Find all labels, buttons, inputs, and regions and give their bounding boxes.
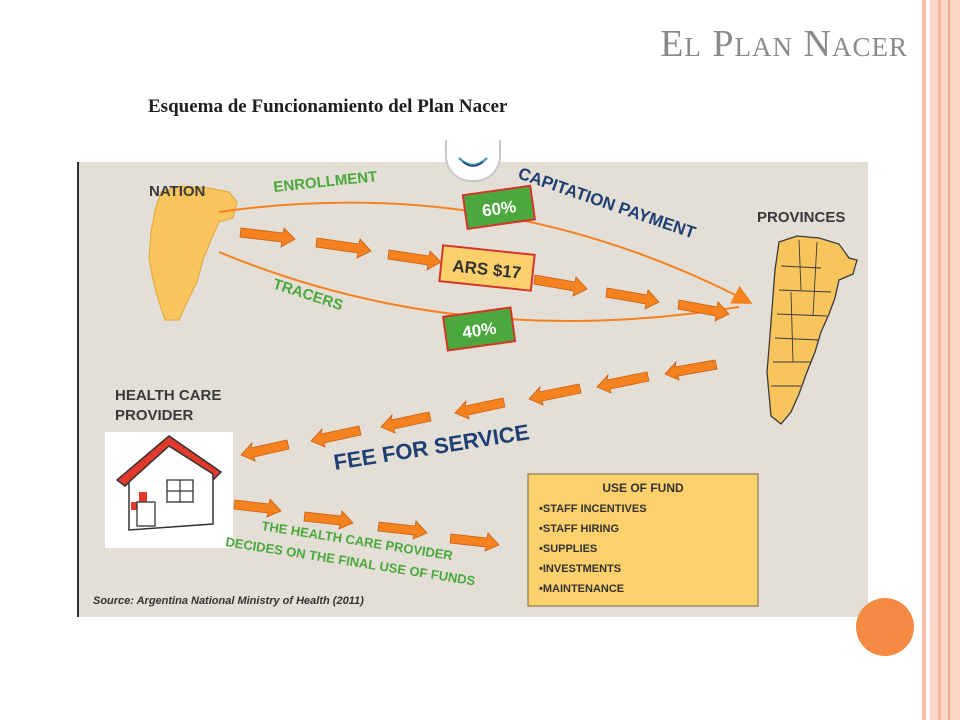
border-strip-line-3: [948, 0, 950, 720]
border-strip-wide: [930, 0, 960, 720]
fee-arrow-1: [664, 359, 718, 381]
capitation-arrow-5: [605, 287, 660, 310]
health-house-icon: [105, 432, 233, 548]
border-strip-line-2: [938, 0, 941, 720]
use-of-fund-item-4: •INVESTMENTS: [539, 563, 621, 575]
fee-arrow-5: [380, 411, 432, 434]
decorative-orange-circle: [856, 598, 914, 656]
slide-title: El Plan Nacer: [660, 23, 908, 65]
capitation-arrow-3: [387, 249, 442, 271]
fee-arrow-7: [240, 439, 290, 462]
use-arrows: [233, 498, 500, 552]
fee-arrow-6: [310, 425, 362, 448]
use-arrow-4: [449, 532, 500, 552]
use-of-fund-item-3: •SUPPLIES: [539, 543, 597, 555]
fee-arrow-3: [528, 383, 582, 406]
seal-badge: [445, 140, 501, 182]
nation-label: NATION: [149, 183, 205, 200]
diagram-panel: NATION PROVINCES ENROLLMENT TRACERS CAPI…: [77, 162, 868, 617]
provider-label-line2: PROVIDER: [115, 407, 194, 424]
use-of-fund-box: USE OF FUND •STAFF INCENTIVES •STAFF HIR…: [527, 473, 759, 607]
capitation-arrow-2: [315, 237, 372, 259]
fee-label: FEE FOR SERVICE: [332, 419, 531, 475]
use-arrow-3: [377, 520, 428, 540]
provinces-map: [766, 235, 858, 425]
enrollment-share-box: 60%: [461, 184, 537, 230]
fee-arrow-4: [454, 397, 506, 420]
use-arrow-1: [233, 498, 282, 518]
capitation-label: CAPITATION PAYMENT: [516, 164, 699, 243]
tracers-label: TRACERS: [271, 276, 345, 315]
provinces-label: PROVINCES: [757, 209, 845, 226]
use-of-fund-item-5: •MAINTENANCE: [539, 583, 624, 595]
nation-map: [148, 185, 238, 321]
use-of-fund-item-2: •STAFF HIRING: [539, 523, 619, 535]
capitation-arrow-1: [239, 227, 296, 248]
capitation-arrow-6: [677, 299, 730, 322]
capitation-arrows: [239, 227, 730, 322]
amount-box: ARS $17: [438, 244, 536, 292]
capitation-arrow-4: [533, 274, 588, 297]
border-strip-line-1: [922, 0, 926, 720]
use-of-fund-item-1: •STAFF INCENTIVES: [539, 503, 647, 515]
enrollment-share: 60%: [481, 197, 517, 221]
tracers-share: 40%: [461, 319, 497, 343]
fee-arrow-2: [596, 371, 650, 394]
flow-diagram: NATION PROVINCES ENROLLMENT TRACERS CAPI…: [93, 164, 858, 607]
use-of-fund-title: USE OF FUND: [602, 481, 684, 495]
tracers-share-box: 40%: [441, 306, 517, 352]
source-note: Source: Argentina National Ministry of H…: [93, 595, 364, 607]
slide-subtitle: Esquema de Funcionamiento del Plan Nacer: [148, 96, 508, 117]
fee-arrows: [240, 359, 718, 462]
provider-label-line1: HEALTH CARE: [115, 387, 221, 404]
enrollment-label: ENROLLMENT: [273, 168, 378, 196]
use-arrow-2: [303, 510, 354, 530]
